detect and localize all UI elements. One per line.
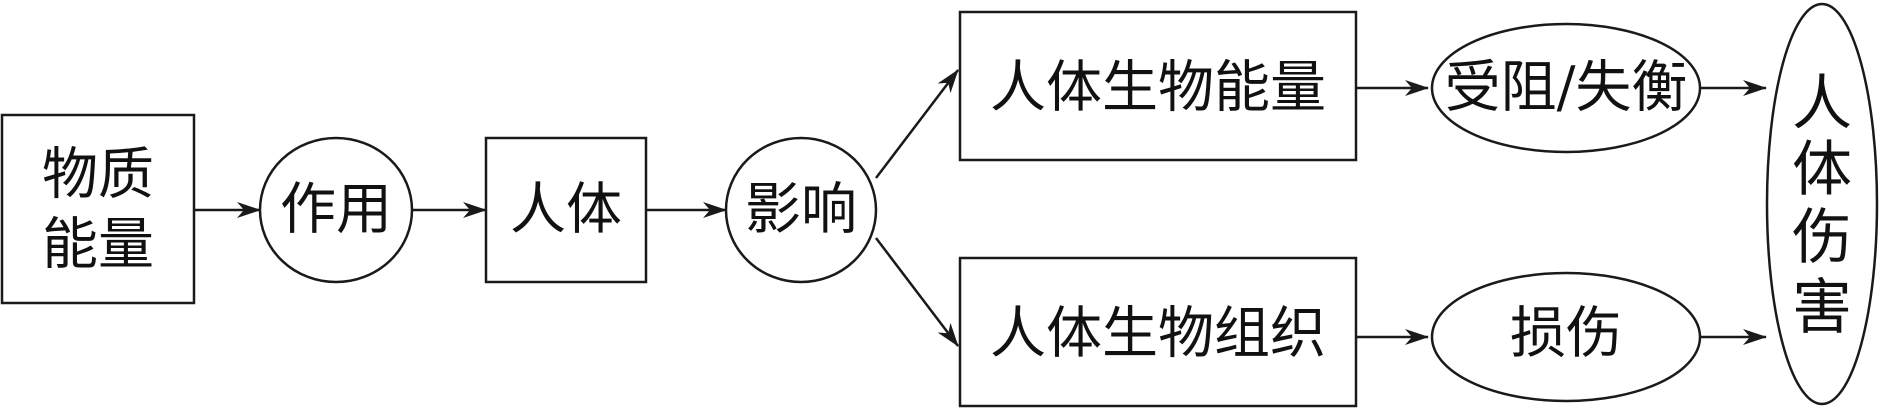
arrow-influence-to-bio-tissue [875, 237, 959, 347]
blocked-imbalance-label: 受阻/失衡 [1445, 56, 1688, 121]
node-blocked-imbalance: 受阻/失衡 [1430, 22, 1702, 154]
human-injury-char-1: 人 [1792, 69, 1852, 139]
damage-label: 损伤 [1510, 302, 1622, 367]
bio-tissue-label: 人体生物组织 [990, 302, 1326, 367]
bio-energy-label: 人体生物能量 [990, 56, 1326, 121]
node-material-energy: 物质 能量 [0, 113, 196, 305]
influence-label: 影响 [745, 178, 857, 243]
node-bio-energy: 人体生物能量 [958, 10, 1358, 162]
human-body-label: 人体 [510, 178, 622, 243]
human-injury-char-2: 体 [1792, 135, 1852, 205]
node-human-body: 人体 [484, 136, 648, 284]
material-energy-line2: 能量 [42, 213, 154, 278]
node-bio-tissue: 人体生物组织 [958, 256, 1358, 408]
material-energy-line1: 物质 [42, 143, 154, 208]
arrow-influence-to-bio-energy [875, 69, 959, 179]
human-injury-char-4: 害 [1792, 273, 1852, 343]
node-action: 作用 [258, 136, 414, 284]
node-human-injury: 人 体 伤 害 [1765, 2, 1879, 406]
node-influence: 影响 [724, 136, 878, 284]
node-damage: 损伤 [1430, 271, 1702, 403]
human-injury-char-3: 伤 [1792, 203, 1852, 273]
action-label: 作用 [280, 178, 392, 243]
